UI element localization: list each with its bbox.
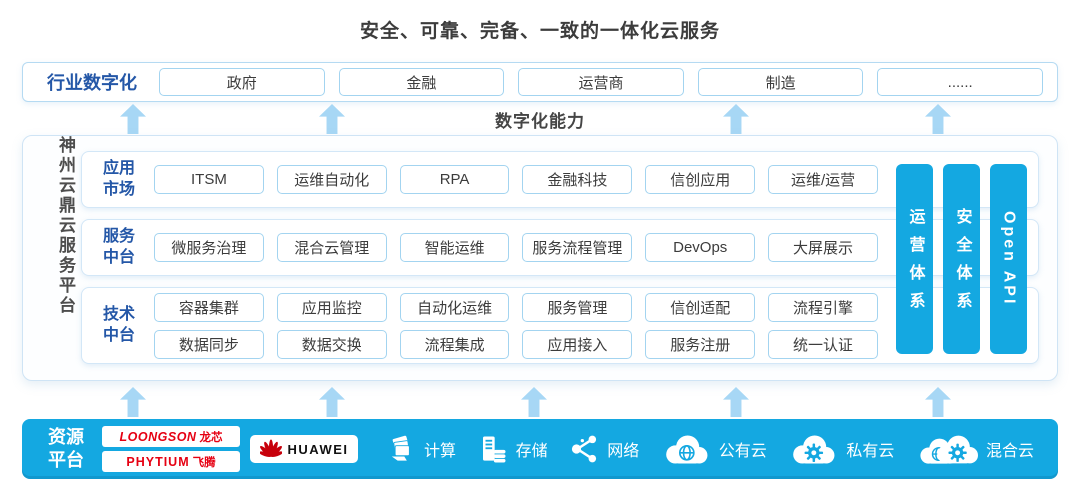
up-arrow-icon	[723, 104, 749, 134]
industry-item: ......	[877, 68, 1043, 96]
section-rows: 容器集群应用监控自动化运维服务管理信创适配流程引擎数据同步数据交换流程集成应用接…	[154, 292, 878, 359]
huawei-flower-icon	[259, 439, 282, 457]
industry-items: 政府金融运营商制造......	[159, 68, 1043, 96]
network-icon	[572, 435, 597, 463]
platform-pillars: 运营体系安全体系 Open API	[896, 164, 1027, 354]
capability-item: 数据交换	[276, 329, 387, 359]
resource-label: 资源平台	[48, 426, 84, 470]
up-arrow-icon	[319, 387, 345, 417]
capability-item: 应用接入	[522, 329, 633, 359]
industry-item: 政府	[159, 68, 325, 96]
capability-item: 统一认证	[768, 329, 878, 359]
up-arrow-icon	[925, 387, 951, 417]
section-row: 数据同步数据交换流程集成应用接入服务注册统一认证	[154, 329, 878, 359]
capability-item: 大屏展示	[768, 233, 878, 262]
resource-item: 公有云	[661, 433, 767, 466]
section-label: 应用市场	[102, 159, 135, 198]
capability-item: 自动化运维	[399, 292, 510, 322]
section-row: ITSM 运维自动化 RPA 金融科技信创应用运维/运营	[154, 165, 878, 194]
resource-item: 网络	[569, 434, 639, 464]
capability-item: 运维自动化	[276, 165, 387, 194]
industry-item: 制造	[697, 68, 864, 96]
diagram-title: 安全、可靠、完备、一致的一体化云服务	[359, 21, 720, 42]
storage-icon	[482, 436, 506, 463]
platform-container: 神州云鼎云服务平台 应用市场 ITSM 运维自动化 RPA 金融科技信创应用运维/运营服…	[22, 135, 1058, 381]
up-arrow-icon	[319, 104, 345, 134]
huawei-logo: HUAWEI	[250, 435, 358, 463]
resource-item: 计算	[386, 434, 456, 464]
vendor-logos: LOONGSON 龙芯 PHYTIUM 飞腾	[102, 426, 240, 472]
loongson-logo: LOONGSON 龙芯	[102, 426, 240, 447]
section-rows: ITSM 运维自动化 RPA 金融科技信创应用运维/运营	[154, 165, 878, 194]
capability-item: DevOps	[645, 233, 756, 262]
phytium-latin-label: PHYTIUM	[126, 454, 190, 469]
public-cloud-icon	[665, 434, 708, 464]
capability-item: 数据同步	[154, 329, 264, 359]
resource-item-label: 私有云	[846, 443, 895, 460]
capability-item: 智能运维	[399, 233, 510, 262]
platform-sections: 应用市场 ITSM 运维自动化 RPA 金融科技信创应用运维/运营服务中台微服务治理混合…	[81, 151, 1039, 364]
resource-item-label: 混合云	[985, 443, 1034, 460]
resource-item-label: 网络	[607, 443, 640, 460]
section-row: 容器集群应用监控自动化运维服务管理信创适配流程引擎	[154, 292, 878, 322]
platform-section: 服务中台微服务治理混合云管理智能运维服务流程管理 DevOps 大屏展示	[81, 219, 1039, 276]
capability-item: 流程集成	[399, 329, 510, 359]
capability-item: ITSM	[154, 165, 264, 194]
capability-item: 运维/运营	[768, 165, 878, 194]
phytium-logo: PHYTIUM 飞腾	[102, 451, 240, 472]
section-label: 服务中台	[102, 227, 135, 266]
resource-bar: 资源平台 LOONGSON 龙芯 PHYTIUM 飞腾	[22, 419, 1058, 479]
capability-label: 数字化能力	[495, 112, 585, 131]
platform-section: 应用市场 ITSM 运维自动化 RPA 金融科技信创应用运维/运营	[81, 151, 1039, 208]
capability-item: 信创适配	[645, 292, 756, 322]
capability-item: 服务注册	[645, 329, 756, 359]
resource-item: 混合云	[916, 433, 1034, 466]
hybrid-cloud-icon	[920, 435, 978, 464]
capability-item: 服务管理	[522, 292, 633, 322]
capability-item: 混合云管理	[276, 233, 387, 262]
up-arrow-icon	[723, 387, 749, 417]
capability-item: 应用监控	[276, 292, 387, 322]
huawei-label: HUAWEI	[287, 441, 349, 457]
resource-item: 私有云	[788, 433, 894, 466]
up-arrow-icon	[925, 104, 951, 134]
resource-item-label: 计算	[424, 443, 457, 460]
phytium-cjk-label: 飞腾	[192, 456, 216, 469]
pillar-system: 安全体系	[943, 164, 980, 354]
industry-item: 运营商	[518, 68, 684, 96]
pillar-open-api: Open API	[990, 164, 1027, 354]
section-row: 微服务治理混合云管理智能运维服务流程管理 DevOps 大屏展示	[154, 233, 878, 262]
industry-row: 行业数字化 政府金融运营商制造......	[22, 62, 1058, 102]
up-arrow-icon	[120, 104, 146, 134]
capability-item: 信创应用	[645, 165, 756, 194]
industry-row-label: 行业数字化	[47, 73, 137, 93]
section-rows: 微服务治理混合云管理智能运维服务流程管理 DevOps 大屏展示	[154, 233, 878, 262]
loongson-cjk-label: 龙芯	[199, 431, 223, 444]
capability-item: 服务流程管理	[522, 233, 633, 262]
section-label: 技术中台	[102, 305, 135, 344]
resource-item: 存储	[478, 434, 548, 464]
capability-item: 金融科技	[522, 165, 633, 194]
private-cloud-icon	[793, 434, 835, 464]
resource-item-label: 公有云	[718, 443, 767, 460]
industry-item: 金融	[338, 68, 505, 96]
compute-icon	[391, 435, 410, 461]
pillar-system: 运营体系	[896, 164, 933, 354]
up-arrow-icon	[120, 387, 146, 417]
capability-item: 微服务治理	[154, 233, 264, 262]
resource-item-label: 存储	[515, 443, 548, 460]
platform-name: 神州云鼎云服务平台	[56, 136, 75, 316]
platform-section: 技术中台容器集群应用监控自动化运维服务管理信创适配流程引擎数据同步数据交换流程集…	[81, 287, 1039, 364]
capability-item: 流程引擎	[768, 292, 878, 322]
loongson-latin-label: LOONGSON	[119, 429, 197, 444]
capability-item: RPA	[399, 165, 510, 194]
resource-items: 计算 存储 网络 公有云 私有云	[386, 433, 1034, 466]
capability-item: 容器集群	[154, 292, 264, 322]
up-arrow-icon	[521, 387, 547, 417]
